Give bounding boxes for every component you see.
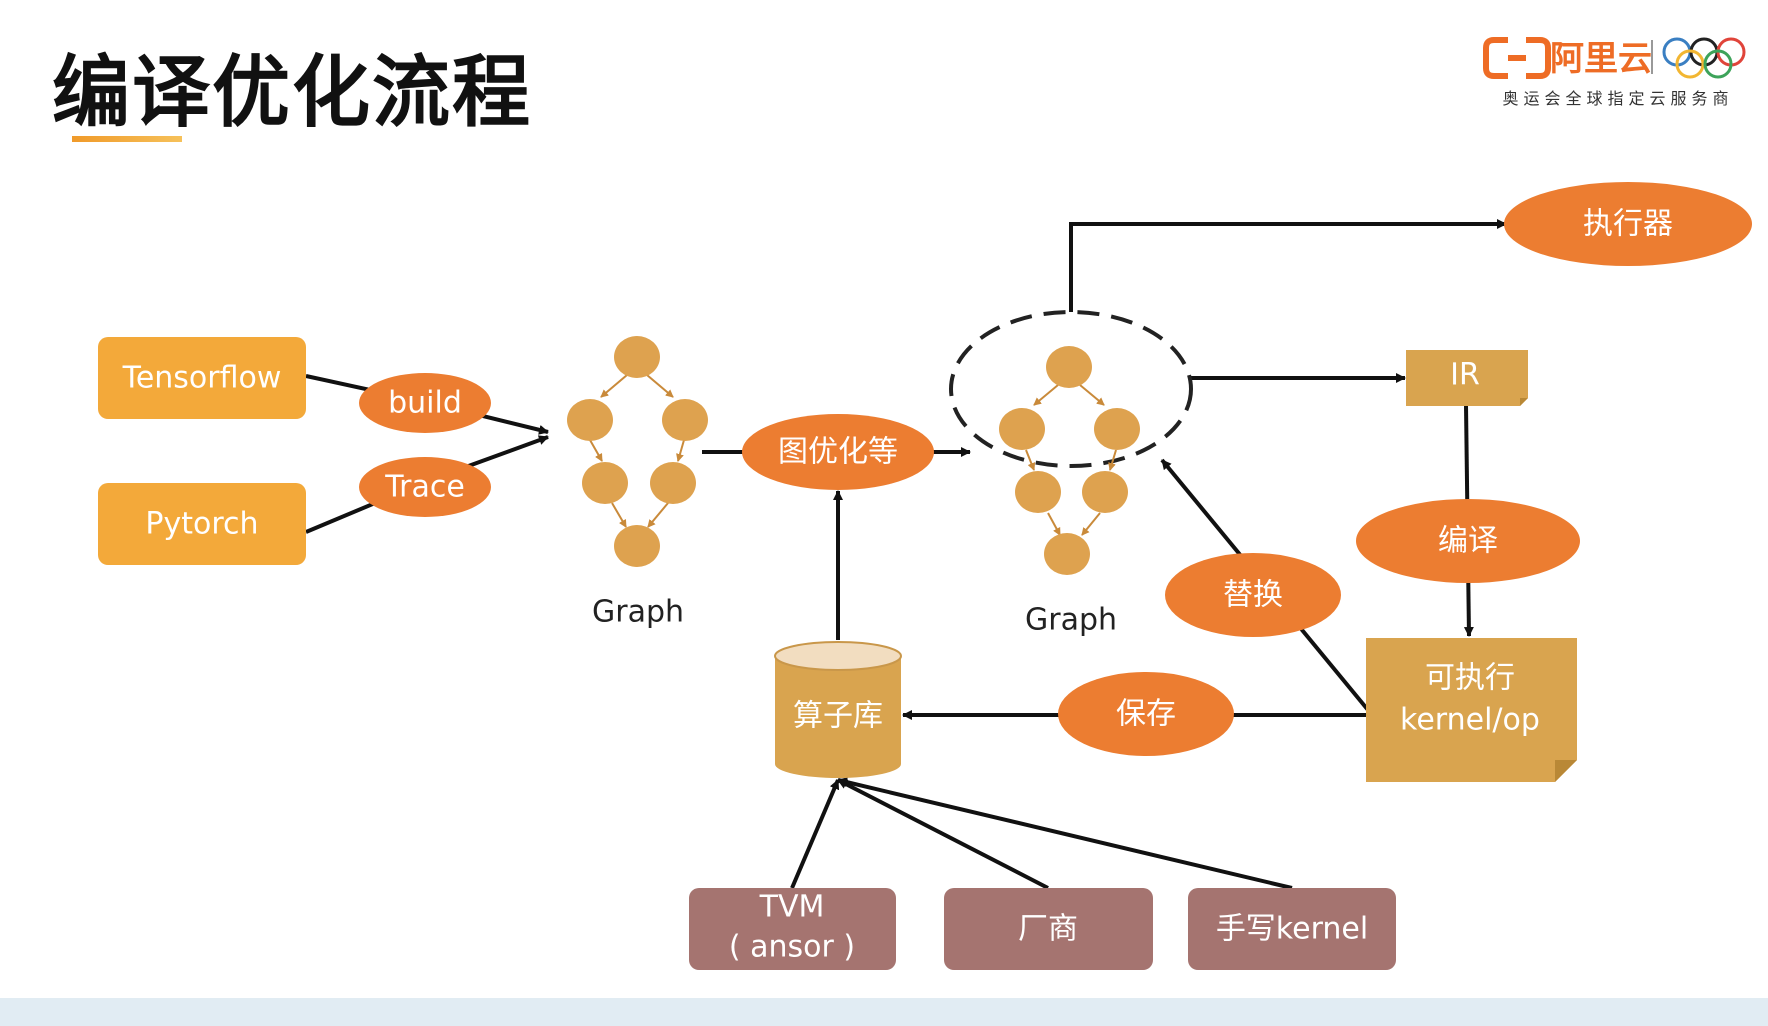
graph-1-label: Graph xyxy=(592,595,684,630)
replace-label: 替换 xyxy=(1223,578,1283,613)
trace-ellipse: Trace xyxy=(359,457,491,517)
graph-2-label: Graph xyxy=(1025,603,1117,638)
source-tvm-line1: TVM xyxy=(759,890,825,925)
framework-tensorflow-label: Tensorflow xyxy=(122,361,282,396)
compile-ellipse: 编译 xyxy=(1356,499,1580,583)
graph-2: Graph xyxy=(949,310,1193,638)
title-underline xyxy=(72,136,182,142)
logo-tagline: 奥运会全球指定云服务商 xyxy=(1502,89,1733,108)
save-label: 保存 xyxy=(1116,697,1176,732)
brand-text: 阿里云 xyxy=(1550,39,1652,79)
olympic-rings-icon xyxy=(1662,37,1746,79)
operator-library-label: 算子库 xyxy=(793,699,883,734)
arrow-to-executor xyxy=(1069,219,1507,312)
executable-kernel-box: 可执行 kernel/op xyxy=(1366,638,1577,782)
bottom-band xyxy=(0,998,1768,1026)
graph-optimization-label: 图优化等 xyxy=(778,435,898,470)
trace-label: Trace xyxy=(384,470,465,505)
framework-tensorflow: Tensorflow xyxy=(98,337,306,419)
replace-ellipse: 替换 xyxy=(1165,553,1341,637)
build-label: build xyxy=(388,386,462,421)
source-vendor: 厂商 xyxy=(944,888,1153,970)
brand-mark-icon xyxy=(1483,37,1551,79)
executable-line2: kernel/op xyxy=(1400,703,1540,738)
executor-label: 执行器 xyxy=(1583,207,1673,242)
arrow-tvm-to-library xyxy=(790,779,840,889)
ir-box: IR xyxy=(1406,350,1528,406)
source-tvm-line2: ( ansor ) xyxy=(729,930,855,965)
arrow-vendor-to-library xyxy=(837,778,1049,890)
source-handwritten-kernel-label: 手写kernel xyxy=(1216,912,1368,947)
graph-1: Graph xyxy=(567,336,708,630)
source-tvm: TVM ( ansor ) xyxy=(689,888,896,970)
ir-label: IR xyxy=(1450,358,1480,393)
framework-pytorch: Pytorch xyxy=(98,483,306,565)
subgraph-selection xyxy=(949,310,1193,468)
connectors xyxy=(305,219,1507,890)
build-ellipse: build xyxy=(359,373,491,433)
compile-label: 编译 xyxy=(1438,524,1498,559)
source-handwritten-kernel: 手写kernel xyxy=(1188,888,1396,970)
source-vendor-label: 厂商 xyxy=(1018,912,1078,947)
executor-ellipse: 执行器 xyxy=(1504,182,1752,266)
operator-library-cylinder: 算子库 xyxy=(774,641,902,778)
page-title: 编译优化流程 xyxy=(52,48,533,138)
framework-pytorch-label: Pytorch xyxy=(145,507,258,542)
alibaba-cloud-logo: 阿里云 奥运会全球指定云服务商 xyxy=(1483,37,1746,108)
arrow-handwritten-to-library xyxy=(837,777,1293,890)
graph-optimization-ellipse: 图优化等 xyxy=(742,414,934,490)
compilation-flow-diagram: Tensorflow Pytorch build Trace Gr xyxy=(98,182,1752,970)
save-ellipse: 保存 xyxy=(1058,672,1234,756)
executable-line1: 可执行 xyxy=(1425,661,1515,696)
